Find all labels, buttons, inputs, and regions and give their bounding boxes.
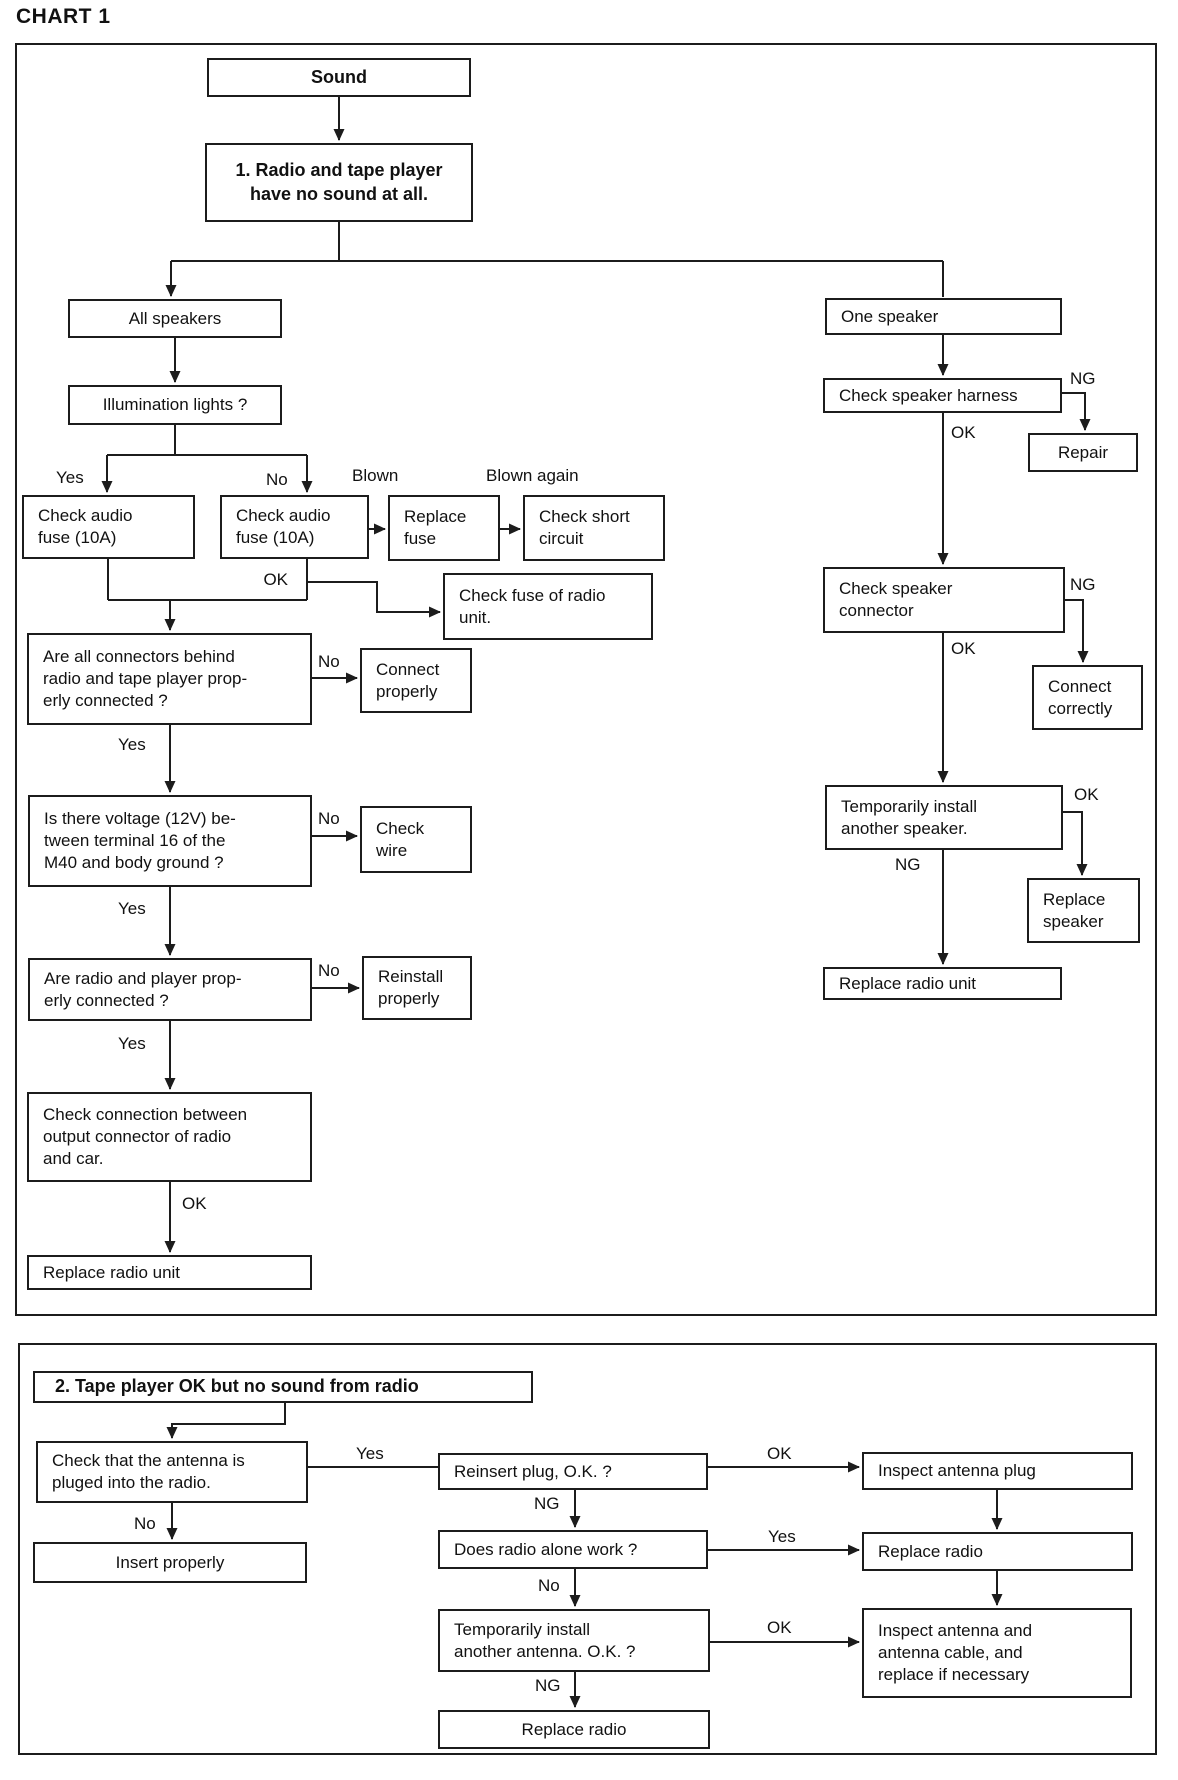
node-one-speaker: One speaker <box>825 298 1062 335</box>
node-replace-radio-unit-left: Replace radio unit <box>27 1255 312 1290</box>
node-replace-fuse: Replace fuse <box>388 495 500 561</box>
label-blown-again: Blown again <box>486 466 579 485</box>
node-connect-properly: Connect properly <box>360 648 472 713</box>
label-no-connectors: No <box>318 652 340 671</box>
node-check-short-circuit: Check short circuit <box>523 495 665 561</box>
node-check-speaker-harness: Check speaker harness <box>823 378 1062 413</box>
label-ok-temp-antenna: OK <box>767 1618 792 1637</box>
node-repair: Repair <box>1028 433 1138 472</box>
node-check-antenna-plugged: Check that the antenna is pluged into th… <box>36 1441 308 1503</box>
node-check-wire: Check wire <box>360 806 472 873</box>
label-yes-connectors: Yes <box>118 735 146 754</box>
label-no-antenna: No <box>134 1514 156 1533</box>
chart2-frame <box>18 1343 1157 1755</box>
label-yes-antenna: Yes <box>356 1444 384 1463</box>
label-ng-temp-speaker: NG <box>895 855 921 874</box>
label-ok-harness: OK <box>951 423 976 442</box>
node-temporarily-install-antenna: Temporarily install another antenna. O.K… <box>438 1609 710 1672</box>
node-radio-player-connected: Are radio and player prop- erly connecte… <box>28 958 312 1021</box>
label-no-fuse: No <box>266 470 288 489</box>
node-no-sound-title: 1. Radio and tape player have no sound a… <box>205 143 473 222</box>
label-no-does-radio: No <box>538 1576 560 1595</box>
label-no-voltage: No <box>318 809 340 828</box>
label-ng-reinsert: NG <box>534 1494 560 1513</box>
node-reinsert-plug: Reinsert plug, O.K. ? <box>438 1453 708 1490</box>
node-replace-radio-bottom: Replace radio <box>438 1710 710 1749</box>
label-ng-temp-antenna: NG <box>535 1676 561 1695</box>
label-ok-connection: OK <box>182 1194 207 1213</box>
page-title: CHART 1 <box>16 5 111 28</box>
node-connect-correctly: Connect correctly <box>1032 665 1143 730</box>
node-all-speakers: All speakers <box>68 299 282 338</box>
label-ok-reinsert: OK <box>767 1444 792 1463</box>
node-insert-properly: Insert properly <box>33 1542 307 1583</box>
label-yes-does-radio: Yes <box>768 1527 796 1546</box>
node-inspect-antenna-cable: Inspect antenna and antenna cable, and r… <box>862 1608 1132 1698</box>
node-does-radio-alone-work: Does radio alone work ? <box>438 1530 708 1569</box>
chart1-connectors <box>101 97 1091 1253</box>
label-blown: Blown <box>352 466 399 485</box>
label-ng-harness: NG <box>1070 369 1096 388</box>
label-ok-connector: OK <box>951 639 976 658</box>
node-voltage-check: Is there voltage (12V) be- tween termina… <box>28 795 312 887</box>
node-tape-player-title: 2. Tape player OK but no sound from radi… <box>33 1371 533 1403</box>
chart1-frame <box>15 43 1157 1316</box>
node-check-fuse-radio-unit: Check fuse of radio unit. <box>443 573 653 640</box>
node-illumination-lights: Illumination lights ? <box>68 385 282 425</box>
node-check-speaker-connector: Check speaker connector <box>823 567 1065 633</box>
node-reinstall-properly: Reinstall properly <box>362 956 472 1020</box>
node-replace-radio-mid: Replace radio <box>862 1532 1133 1571</box>
label-yes-radio-player: Yes <box>118 1034 146 1053</box>
node-are-connectors-connected: Are all connectors behind radio and tape… <box>27 633 312 725</box>
node-replace-speaker: Replace speaker <box>1027 878 1140 943</box>
node-inspect-antenna-plug: Inspect antenna plug <box>862 1452 1133 1490</box>
node-check-connection-output: Check connection between output connecto… <box>27 1092 312 1182</box>
node-check-audio-fuse-no: Check audio fuse (10A) <box>220 495 369 559</box>
label-no-radio-player: No <box>318 961 340 980</box>
node-replace-radio-unit-right: Replace radio unit <box>823 967 1062 1000</box>
node-sound: Sound <box>207 58 471 97</box>
label-yes-voltage: Yes <box>118 899 146 918</box>
node-temporarily-install-speaker: Temporarily install another speaker. <box>825 785 1063 850</box>
chart2-connectors <box>166 1403 1003 1708</box>
node-check-audio-fuse-yes: Check audio fuse (10A) <box>22 495 195 559</box>
label-ok-fuse: OK <box>263 570 288 589</box>
label-yes-fuse: Yes <box>56 468 84 487</box>
label-ng-connector: NG <box>1070 575 1096 594</box>
label-ok-temp-speaker: OK <box>1074 785 1099 804</box>
